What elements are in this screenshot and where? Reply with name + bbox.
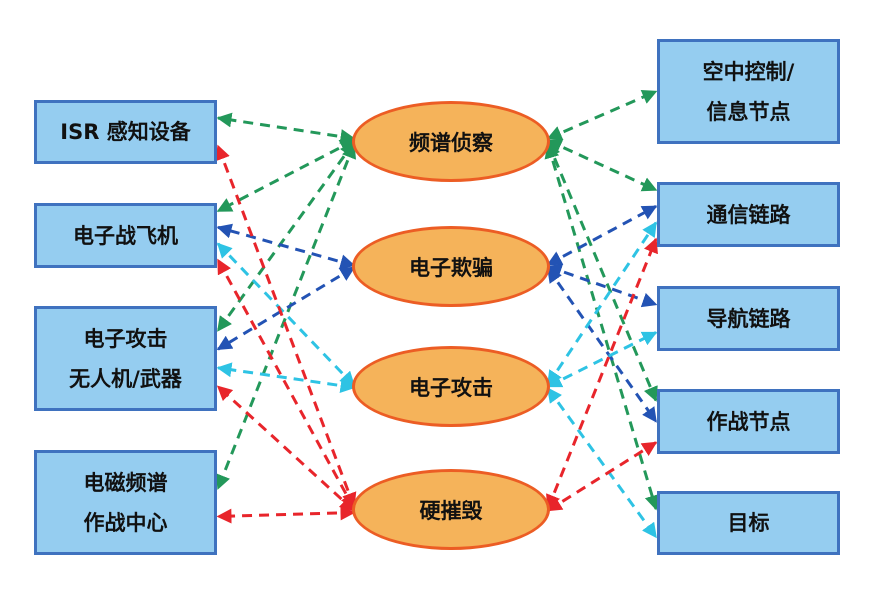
arrow-recon-ctrl: [546, 90, 658, 140]
action-spectrum-recon-label: 频谱侦察: [409, 130, 493, 155]
arrow-recon-uav: [216, 141, 356, 332]
action-hard-kill[interactable]: 硬摧毁: [352, 469, 550, 550]
arrow-deceive-node: [546, 267, 658, 423]
node-comm-link[interactable]: 通信链路: [657, 182, 840, 247]
node-combat-node[interactable]: 作战节点: [657, 389, 840, 454]
node-ems-operations-center[interactable]: 电磁频谱 作战中心: [34, 450, 217, 555]
arrow-attack-target: [546, 387, 658, 539]
arrow-recon-isr: [216, 112, 356, 144]
node-target-label: 目标: [727, 511, 770, 535]
node-ems-operations-center-label-line2: 作战中心: [83, 510, 168, 535]
arrow-deceive-ewa: [216, 223, 356, 270]
action-spectrum-recon[interactable]: 频谱侦察: [352, 101, 550, 182]
action-electronic-attack-label: 电子攻击: [409, 375, 493, 400]
node-ems-operations-center-label-line1: 电磁频谱: [83, 470, 168, 495]
node-air-control-label-line2: 信息节点: [706, 99, 791, 124]
node-target[interactable]: 目标: [657, 491, 840, 555]
node-isr-sensor[interactable]: ISR 感知设备: [34, 100, 217, 164]
arrow-kill-uav: [216, 385, 356, 512]
node-comm-link-label: 通信链路: [706, 202, 791, 227]
arrow-deceive-comm: [546, 205, 658, 266]
arrow-attack-nav: [546, 331, 658, 388]
node-ew-aircraft[interactable]: 电子战飞机: [34, 203, 217, 268]
arrow-kill-ewa: [216, 258, 356, 510]
arrow-recon-node: [546, 141, 658, 402]
node-air-control-info-node[interactable]: 空中控制/ 信息节点: [657, 39, 840, 144]
node-nav-link[interactable]: 导航链路: [657, 286, 840, 351]
node-ea-uav-weapon[interactable]: 电子攻击 无人机/武器: [34, 306, 217, 411]
arrow-kill-emsoc: [216, 505, 356, 524]
action-hard-kill-label: 硬摧毁: [419, 498, 483, 523]
action-electronic-deception-label: 电子欺骗: [409, 255, 493, 280]
node-combat-node-label: 作战节点: [706, 409, 791, 434]
node-ea-uav-weapon-label-line2: 无人机/武器: [69, 366, 182, 391]
arrow-kill-node: [546, 441, 658, 512]
arrow-deceive-uav: [216, 266, 356, 351]
node-nav-link-label: 导航链路: [706, 306, 791, 331]
node-ew-aircraft-label: 电子战飞机: [73, 223, 178, 248]
arrow-attack-ewa: [216, 242, 356, 387]
node-isr-sensor-label: ISR 感知设备: [60, 120, 191, 144]
arrow-kill-comm: [546, 237, 658, 510]
action-electronic-attack[interactable]: 电子攻击: [352, 346, 550, 427]
node-ea-uav-weapon-label-line1: 电子攻击: [83, 326, 168, 351]
action-electronic-deception[interactable]: 电子欺骗: [352, 226, 550, 307]
node-air-control-label-line1: 空中控制/: [702, 59, 795, 84]
